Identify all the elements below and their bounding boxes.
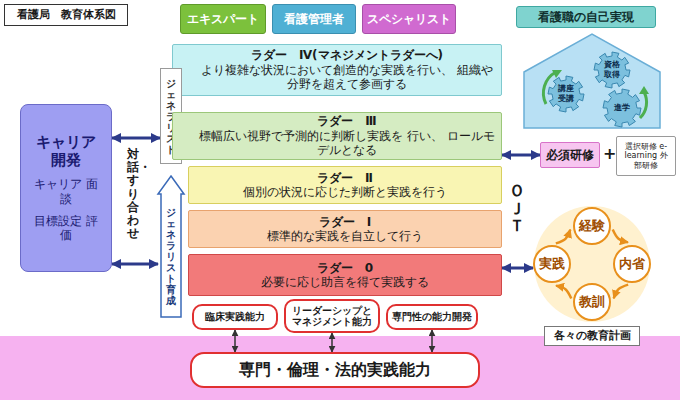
gear-icon: 資格 取得 (596, 54, 628, 86)
dialogue-label: 対話・すり合わせ (127, 148, 139, 240)
competency-box: リーダーシップと マネジメント能力 (284, 299, 380, 333)
plan-box: 各々の教育計画 (544, 326, 640, 346)
gear-icon: 進学 (605, 91, 639, 125)
double-arrow (112, 137, 160, 140)
gear-icon: 講座 受講 (550, 78, 582, 110)
title-box: 看護局 教育体系図 (4, 4, 128, 26)
node-heading: 看護職の自己実現 (538, 10, 634, 24)
double-arrow (234, 330, 236, 352)
node-heading: 専門・倫理・法的実践能力 (239, 360, 431, 379)
house-shape (524, 34, 660, 128)
node-heading: 資格 取得 (603, 60, 621, 79)
double-arrow (502, 154, 540, 157)
training-box: 必須研修 (540, 142, 600, 168)
double-arrow (431, 330, 433, 352)
node-heading: リーダーシップと マネジメント能力 (290, 305, 374, 328)
node-heading: 講座 受講 (557, 84, 575, 103)
ladder-band: ラダー Ⅳ(マネジメントラダーへ)より複雑な状況において創造的な実践を行い、 組… (172, 44, 502, 96)
node-heading: ラダー Ⅲ (317, 114, 376, 128)
node-heading: キャリア 開発 (34, 133, 98, 169)
base-box: 専門・倫理・法的実践能力 (190, 352, 480, 388)
double-arrow (331, 333, 333, 352)
node-text: キャリア 面談 (34, 177, 98, 206)
cycle-circle: 経験 (573, 207, 611, 245)
double-arrow (112, 263, 158, 266)
node-text: 個別の状況に応じた判断と実践を行う (243, 185, 447, 199)
rotation-arrow-head (639, 86, 649, 94)
diagram-title: 看護局 教育体系図 (17, 8, 116, 21)
rotation-arrow (640, 92, 647, 118)
role-tag: スペシャリスト (362, 4, 456, 34)
career-box: キャリア 開発キャリア 面談目標設定 評価 (20, 104, 112, 272)
node-text: 標準的な実践を自立して行う (267, 229, 423, 243)
node-heading: 経験 (579, 218, 605, 234)
node-heading: ジェネラリスト育成 (166, 207, 176, 306)
node-heading: ラダー 0 (317, 261, 373, 275)
training-box: 選択研修 e-learning 外部研修 (616, 136, 676, 176)
node-text: 必要に応じ助言を得て実践する (261, 275, 429, 289)
node-heading: ラダー Ⅰ (319, 215, 371, 229)
node-heading: 選択研修 e-learning 外部研修 (621, 142, 671, 171)
role-tag: 看護管理者 (272, 4, 356, 34)
competency-box: 臨床実践能力 (192, 304, 278, 330)
node-heading: 臨床実践能力 (205, 311, 265, 322)
node-heading: 進学 (614, 103, 630, 113)
node-heading: 実践 (539, 256, 565, 272)
node-heading: 必須研修 (546, 148, 594, 162)
role-tag: エキスパート (180, 4, 266, 34)
ladder-band: ラダー Ⅰ標準的な実践を自立して行う (188, 210, 502, 248)
goal-heading: 看護職の自己実現 (516, 6, 656, 28)
cycle-arrow (556, 286, 571, 299)
cycle-circle: 実践 (533, 245, 571, 283)
node-heading: 専門性の能力開発 (392, 311, 472, 322)
cycle-circle: 内省 (613, 245, 651, 283)
node-heading: 教訓 (579, 294, 605, 310)
ladder-band: ラダー 0必要に応じ助言を得て実践する (188, 254, 502, 296)
node-text: 標幅広い視野で予測的に判断し実践を 行い、 ロールモデルとなる (197, 129, 497, 158)
node-heading: 各々の教育計画 (554, 329, 631, 342)
node-heading: スペシャリスト (367, 12, 451, 26)
competency-box: 専門性の能力開発 (386, 304, 478, 330)
node-heading: 内省 (619, 256, 645, 272)
ojt-label: ＯＪＴ (509, 182, 525, 235)
growth-arrow: ジェネラリスト育成 (158, 176, 184, 318)
node-heading: ラダー Ⅱ (317, 171, 373, 185)
plus-sign: + (603, 144, 616, 163)
cycle-arrow (556, 230, 570, 244)
node-heading: ラダー Ⅳ(マネジメントラダーへ) (251, 48, 443, 62)
rotation-arrow-head (552, 70, 562, 78)
cycle-arrow (613, 229, 628, 242)
cycle-circle: 教訓 (573, 283, 611, 321)
cycle-ground (534, 206, 650, 322)
ladder-band: ラダー Ⅲ標幅広い視野で予測的に判断し実践を 行い、 ロールモデルとなる (172, 112, 502, 160)
ladder-band: ラダー Ⅱ個別の状況に応じた判断と実践を行う (188, 166, 502, 204)
node-text: より複雑な状況において創造的な実践を行い、 組織や分野を超えて参画する (197, 63, 497, 92)
cycle-arrow (614, 285, 628, 299)
node-heading: 看護管理者 (284, 12, 344, 26)
node-heading: エキスパート (187, 12, 259, 26)
double-arrow (502, 267, 533, 270)
node-text: 目標設定 評価 (34, 214, 98, 243)
